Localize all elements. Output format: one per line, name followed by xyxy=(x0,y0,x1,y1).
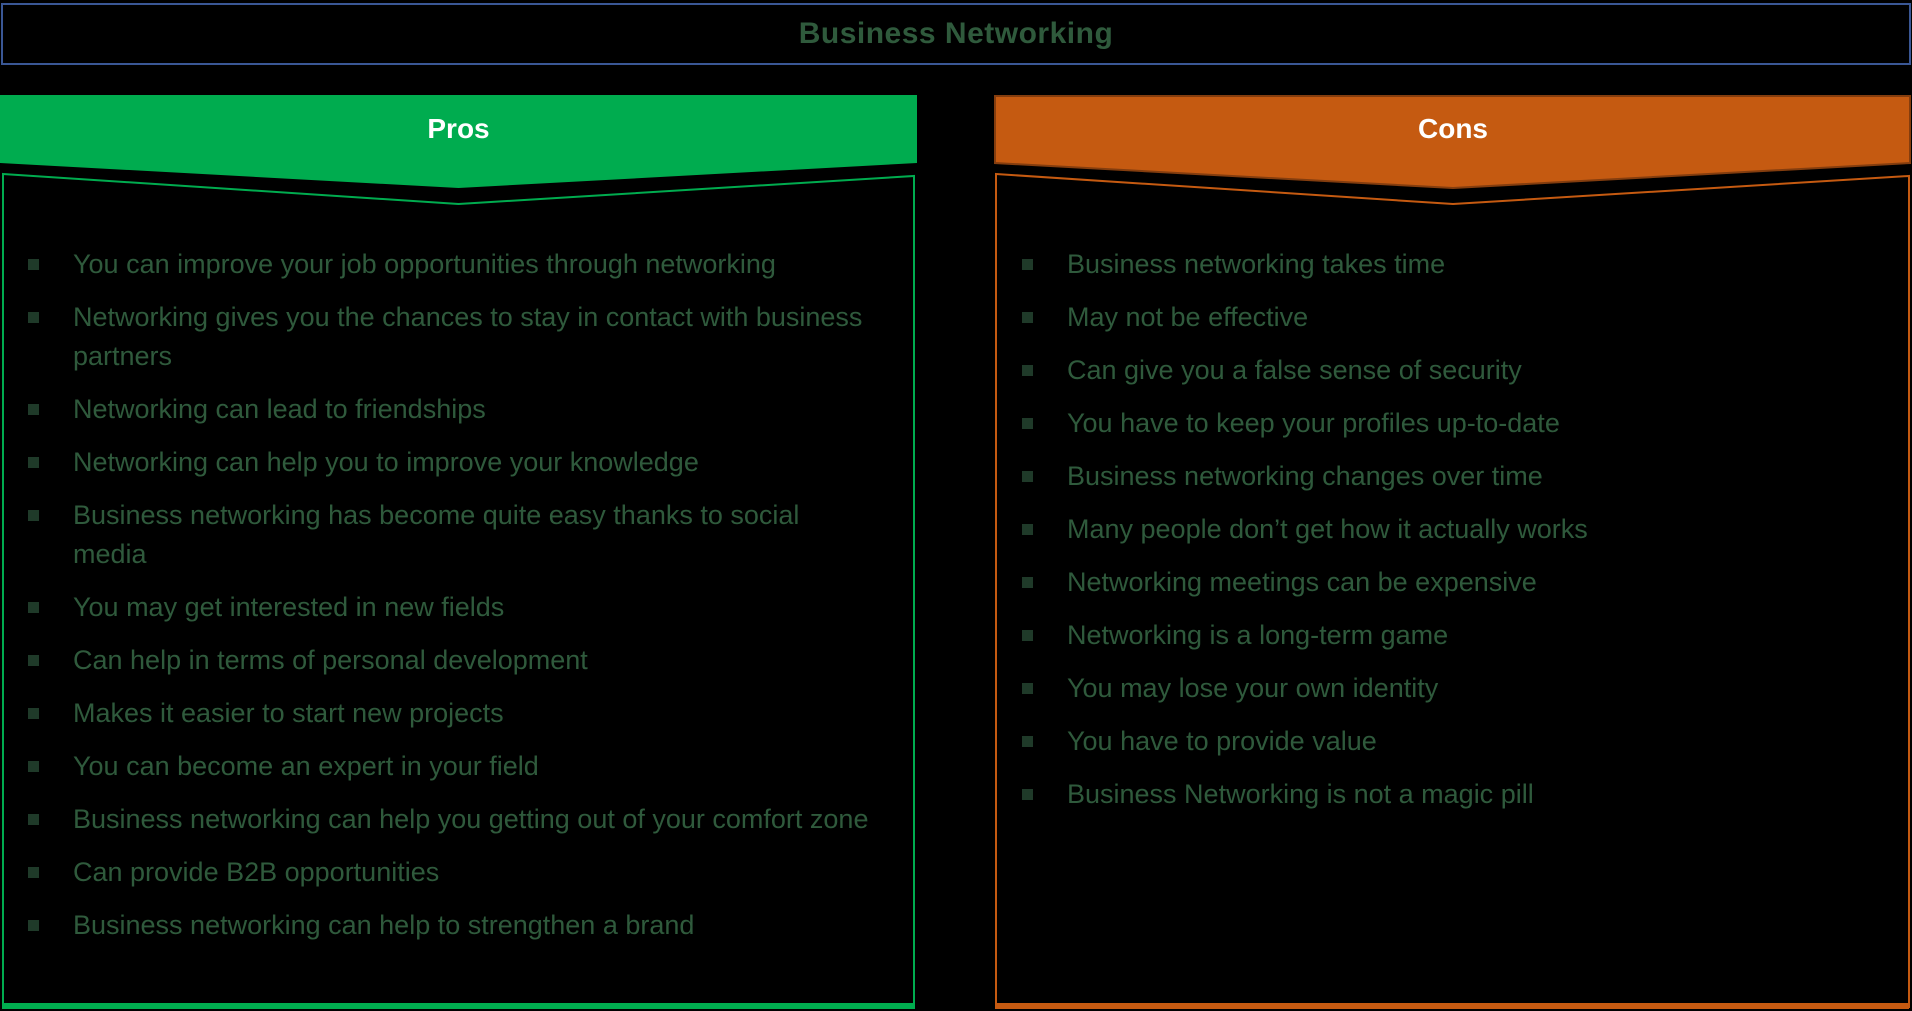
list-item-text: Networking is a long-term game xyxy=(1067,620,1449,650)
square-bullet-icon xyxy=(28,814,39,825)
list-item-text: May not be effective xyxy=(1067,302,1309,332)
square-bullet-icon xyxy=(28,708,39,719)
cons-banner-shape xyxy=(994,95,1911,1009)
list-item: May not be effective xyxy=(1022,298,1868,337)
pros-banner-shape xyxy=(0,95,917,1009)
list-item-text: Business networking has become quite eas… xyxy=(73,500,800,569)
square-bullet-icon xyxy=(28,312,39,323)
square-bullet-icon xyxy=(28,602,39,613)
list-item-text: Can give you a false sense of security xyxy=(1067,355,1522,385)
square-bullet-icon xyxy=(1022,736,1033,747)
square-bullet-icon xyxy=(1022,418,1033,429)
list-item: Business networking takes time xyxy=(1022,245,1868,284)
pros-box-bottom-border xyxy=(2,1003,915,1009)
list-item: Makes it easier to start new projects xyxy=(28,694,873,733)
list-item: You may lose your own identity xyxy=(1022,669,1868,708)
list-item: Business Networking is not a magic pill xyxy=(1022,775,1868,814)
list-item-text: Many people don’t get how it actually wo… xyxy=(1067,514,1588,544)
list-item-text: Can help in terms of personal developmen… xyxy=(73,645,588,675)
pros-header: Pros xyxy=(427,113,490,144)
square-bullet-icon xyxy=(1022,365,1033,376)
square-bullet-icon xyxy=(1022,259,1033,270)
square-bullet-icon xyxy=(28,655,39,666)
list-item: Can help in terms of personal developmen… xyxy=(28,641,873,680)
pros-chevron-banner xyxy=(0,95,917,188)
cons-header: Cons xyxy=(1418,113,1488,144)
list-item-text: Business networking changes over time xyxy=(1067,461,1543,491)
list-item-text: Business networking takes time xyxy=(1067,249,1446,279)
cons-chevron-banner xyxy=(994,95,1911,190)
list-item-text: Networking gives you the chances to stay… xyxy=(73,302,863,371)
list-item: Networking can lead to friendships xyxy=(28,390,873,429)
list-item-text: Business networking can help to strength… xyxy=(73,910,695,940)
list-item: Networking meetings can be expensive xyxy=(1022,563,1868,602)
square-bullet-icon xyxy=(28,867,39,878)
list-item-text: You can improve your job opportunities t… xyxy=(73,249,776,279)
list-item: You may get interested in new fields xyxy=(28,588,873,627)
square-bullet-icon xyxy=(28,761,39,772)
cons-box-bottom-border xyxy=(995,1003,1909,1009)
list-item-text: Business Networking is not a magic pill xyxy=(1067,779,1534,809)
list-item-text: You can become an expert in your field xyxy=(73,751,539,781)
list-item: Networking can help you to improve your … xyxy=(28,443,873,482)
list-item: Networking is a long-term game xyxy=(1022,616,1868,655)
pros-column: Pros You can improve your job opportunit… xyxy=(0,95,917,1011)
list-item-text: Business networking can help you getting… xyxy=(73,804,869,834)
square-bullet-icon xyxy=(28,457,39,468)
list-item: You have to provide value xyxy=(1022,722,1868,761)
list-item: Business networking can help you getting… xyxy=(28,800,873,839)
list-item: Can give you a false sense of security xyxy=(1022,351,1868,390)
list-item: Many people don’t get how it actually wo… xyxy=(1022,510,1868,549)
square-bullet-icon xyxy=(1022,312,1033,323)
title-bar: Business Networking xyxy=(1,3,1911,65)
list-item: Can provide B2B opportunities xyxy=(28,853,873,892)
list-item-text: You have to keep your profiles up-to-dat… xyxy=(1067,408,1560,438)
square-bullet-icon xyxy=(1022,683,1033,694)
pros-list: You can improve your job opportunities t… xyxy=(28,245,873,959)
list-item: You can become an expert in your field xyxy=(28,747,873,786)
list-item-text: You may lose your own identity xyxy=(1067,673,1439,703)
list-item: You have to keep your profiles up-to-dat… xyxy=(1022,404,1868,443)
list-item-text: Makes it easier to start new projects xyxy=(73,698,504,728)
list-item: Business networking changes over time xyxy=(1022,457,1868,496)
list-item-text: You have to provide value xyxy=(1067,726,1377,756)
pros-box-border xyxy=(2,172,915,1008)
square-bullet-icon xyxy=(28,404,39,415)
square-bullet-icon xyxy=(28,259,39,270)
square-bullet-icon xyxy=(28,510,39,521)
square-bullet-icon xyxy=(1022,577,1033,588)
square-bullet-icon xyxy=(1022,789,1033,800)
list-item-text: Networking can lead to friendships xyxy=(73,394,486,424)
list-item-text: Can provide B2B opportunities xyxy=(73,857,440,887)
list-item: Business networking can help to strength… xyxy=(28,906,873,945)
list-item: Business networking has become quite eas… xyxy=(28,496,873,574)
list-item-text: Networking meetings can be expensive xyxy=(1067,567,1537,597)
square-bullet-icon xyxy=(1022,630,1033,641)
list-item-text: You may get interested in new fields xyxy=(73,592,505,622)
square-bullet-icon xyxy=(28,920,39,931)
square-bullet-icon xyxy=(1022,471,1033,482)
list-item-text: Networking can help you to improve your … xyxy=(73,447,699,477)
list-item: Networking gives you the chances to stay… xyxy=(28,298,873,376)
square-bullet-icon xyxy=(1022,524,1033,535)
cons-box-border xyxy=(995,172,1910,1008)
list-item: You can improve your job opportunities t… xyxy=(28,245,873,284)
page-title: Business Networking xyxy=(798,17,1114,50)
